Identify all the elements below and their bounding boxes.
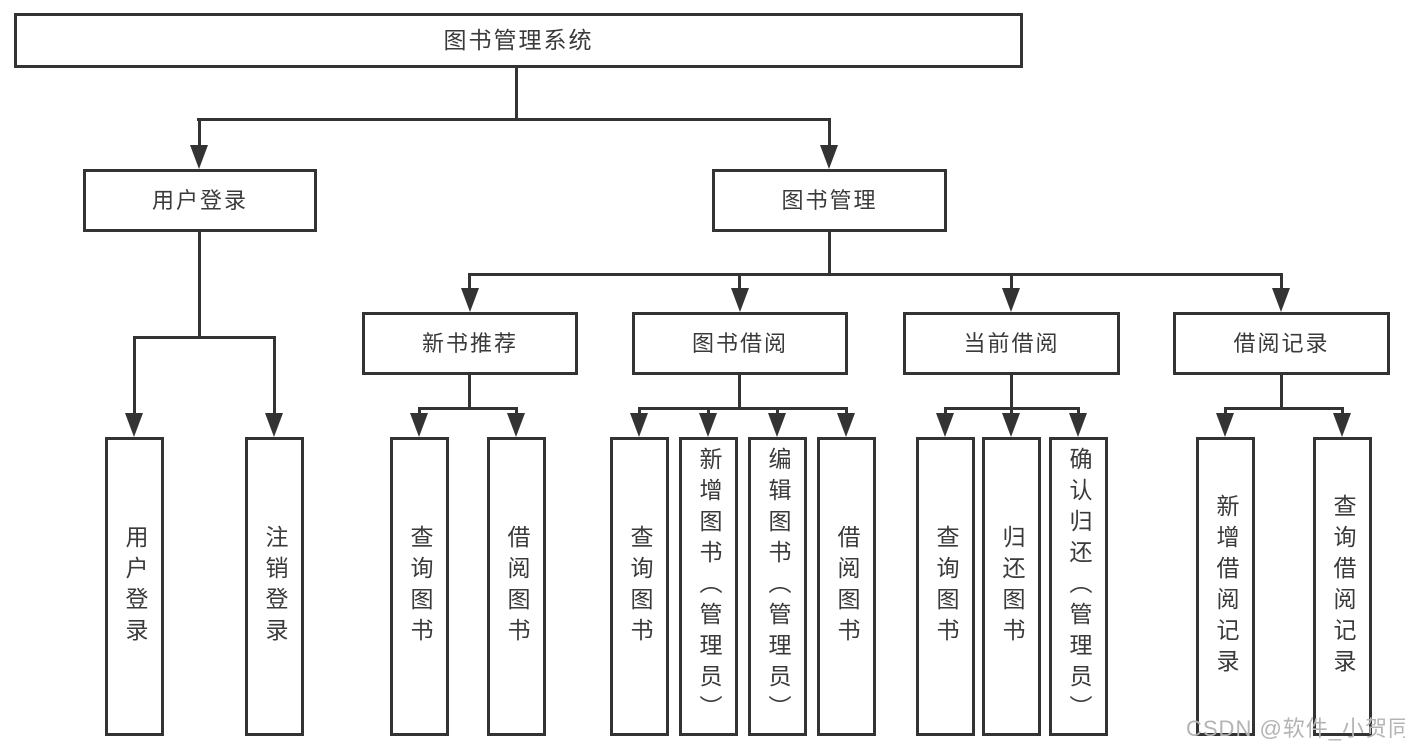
leaf-record-add: 新增借阅记录	[1196, 437, 1255, 736]
node-new-books-label: 新书推荐	[421, 330, 518, 356]
connector-line	[1010, 273, 1013, 291]
leaf-current-query: 查询图书	[916, 437, 975, 736]
arrow-down-icon	[820, 145, 838, 169]
leaf-logout: 注销登录	[245, 437, 304, 736]
connector-line	[1010, 374, 1013, 410]
leaf-current-return-label: 归还图书	[999, 524, 1025, 649]
leaf-newbooks-borrow-label: 借阅图书	[504, 524, 530, 649]
arrow-down-icon	[1333, 413, 1351, 437]
connector-line	[1077, 407, 1080, 416]
connector-line	[418, 407, 518, 410]
leaf-borrow-borrow: 借阅图书	[817, 437, 876, 736]
leaf-borrow-query-label: 查询图书	[627, 524, 653, 649]
arrow-down-icon	[1272, 288, 1290, 312]
arrow-down-icon	[1002, 288, 1020, 312]
connector-line	[1224, 407, 1344, 410]
leaf-user-login: 用户登录	[105, 437, 164, 736]
leaf-borrow-add: 新增图书（管理员）	[679, 437, 738, 736]
connector-line	[418, 407, 421, 416]
leaf-record-query: 查询借阅记录	[1313, 437, 1372, 736]
connector-line	[845, 407, 848, 416]
node-borrow-record: 借阅记录	[1173, 312, 1390, 375]
leaf-record-add-label: 新增借阅记录	[1213, 493, 1239, 680]
connector-line	[1280, 374, 1283, 410]
connector-line	[515, 68, 518, 121]
connector-line	[1010, 407, 1013, 416]
node-root: 图书管理系统	[14, 13, 1023, 68]
leaf-newbooks-query: 查询图书	[390, 437, 449, 736]
connector-line	[638, 407, 641, 416]
connector-line	[468, 374, 471, 410]
arrow-down-icon	[265, 413, 283, 437]
node-current-borrow-label: 当前借阅	[963, 330, 1060, 356]
node-new-books: 新书推荐	[362, 312, 578, 375]
connector-line	[1341, 407, 1344, 416]
connector-line	[273, 336, 276, 416]
arrow-down-icon	[936, 413, 954, 437]
node-current-borrow: 当前借阅	[903, 312, 1120, 375]
leaf-newbooks-query-label: 查询图书	[407, 524, 433, 649]
connector-line	[776, 407, 779, 416]
leaf-user-login-label: 用户登录	[122, 524, 148, 649]
leaf-borrow-edit: 编辑图书（管理员）	[748, 437, 807, 736]
connector-line	[828, 232, 831, 276]
connector-line	[133, 336, 136, 416]
connector-line	[1280, 273, 1283, 291]
connector-line	[707, 407, 710, 416]
leaf-current-confirm-label: 确认归还（管理员）	[1066, 447, 1092, 726]
connector-line	[738, 273, 741, 291]
connector-line	[198, 232, 201, 339]
arrow-down-icon	[699, 413, 717, 437]
connector-line	[197, 118, 831, 121]
connector-line	[638, 407, 848, 410]
node-user-login: 用户登录	[83, 169, 317, 232]
leaf-current-return: 归还图书	[982, 437, 1041, 736]
node-book-mgmt: 图书管理	[712, 169, 947, 232]
connector-line	[133, 336, 276, 339]
csdn-watermark: CSDN @软件_小贺同学	[1186, 716, 1405, 741]
connector-line	[828, 118, 831, 148]
leaf-newbooks-borrow: 借阅图书	[487, 437, 546, 736]
node-book-mgmt-label: 图书管理	[781, 187, 878, 213]
node-book-borrow: 图书借阅	[632, 312, 848, 375]
arrow-down-icon	[410, 413, 428, 437]
arrow-down-icon	[630, 413, 648, 437]
connector-line	[198, 118, 201, 148]
leaf-logout-label: 注销登录	[262, 524, 288, 649]
arrow-down-icon	[1216, 413, 1234, 437]
arrow-down-icon	[125, 413, 143, 437]
arrow-down-icon	[1002, 413, 1020, 437]
node-root-label: 图书管理系统	[443, 27, 594, 53]
leaf-record-query-label: 查询借阅记录	[1330, 493, 1356, 680]
arrow-down-icon	[837, 413, 855, 437]
leaf-current-confirm: 确认归还（管理员）	[1049, 437, 1108, 736]
arrow-down-icon	[461, 288, 479, 312]
connector-line	[1224, 407, 1227, 416]
node-book-borrow-label: 图书借阅	[691, 330, 788, 356]
node-borrow-record-label: 借阅记录	[1233, 330, 1330, 356]
leaf-borrow-query: 查询图书	[610, 437, 669, 736]
leaf-borrow-edit-label: 编辑图书（管理员）	[765, 447, 791, 726]
arrow-down-icon	[507, 413, 525, 437]
arrow-down-icon	[1069, 413, 1087, 437]
connector-line	[738, 374, 741, 410]
connector-line	[515, 407, 518, 416]
connector-line	[468, 273, 471, 291]
arrow-down-icon	[731, 288, 749, 312]
leaf-borrow-borrow-label: 借阅图书	[834, 524, 860, 649]
leaf-borrow-add-label: 新增图书（管理员）	[696, 447, 722, 726]
connector-line	[469, 273, 1283, 276]
arrow-down-icon	[190, 145, 208, 169]
node-user-login-label: 用户登录	[151, 187, 248, 213]
arrow-down-icon	[768, 413, 786, 437]
leaf-current-query-label: 查询图书	[933, 524, 959, 649]
connector-line	[944, 407, 947, 416]
